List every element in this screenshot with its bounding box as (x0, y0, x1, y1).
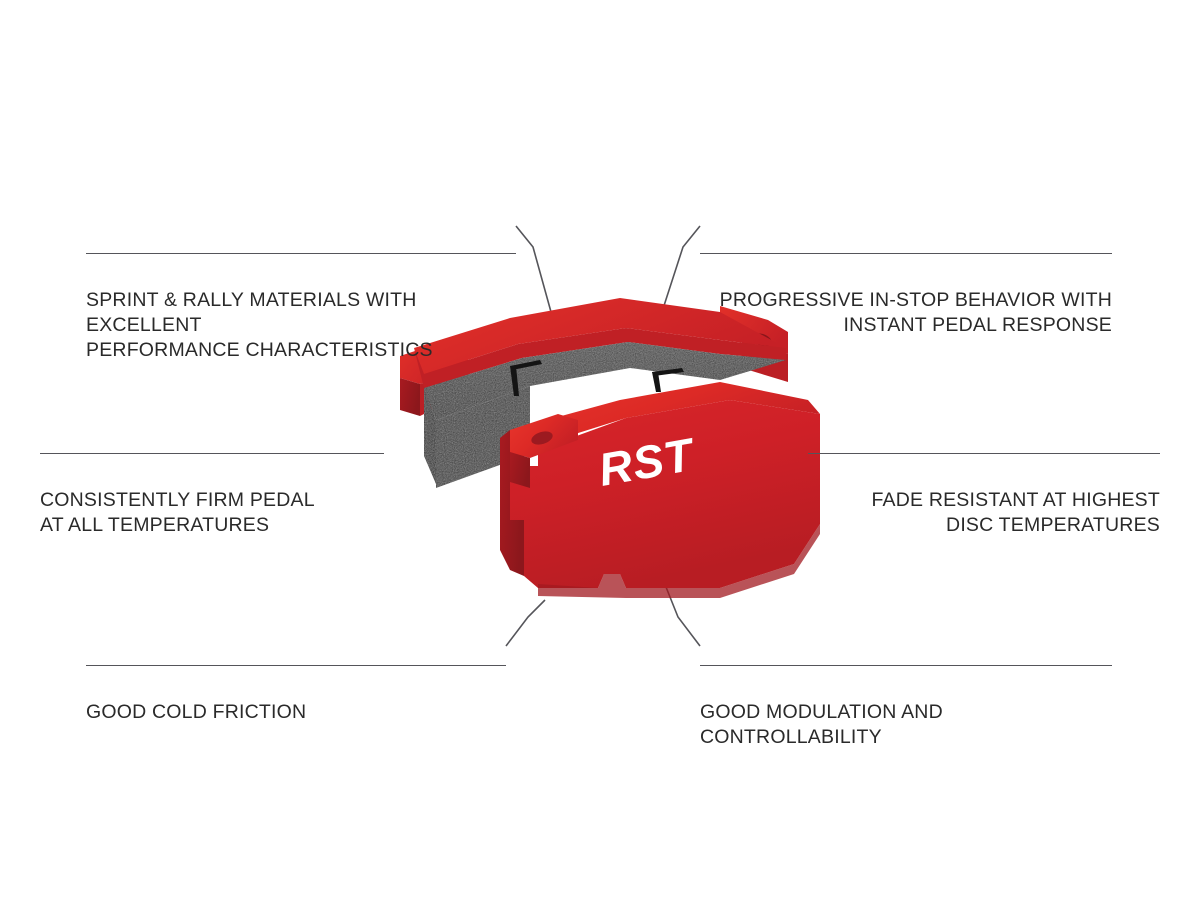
front-pad-left-side (500, 430, 524, 576)
front-pad-left-ear-hole (531, 431, 553, 445)
callout-rule (700, 665, 1112, 666)
callout-text: CONSISTENTLY FIRM PEDAL AT ALL TEMPERATU… (40, 489, 315, 536)
friction-front-face (424, 388, 436, 484)
callout-text: PROGRESSIVE IN-STOP BEHAVIOR WITH INSTAN… (719, 289, 1112, 336)
friction-slot-right (652, 372, 661, 392)
callout-progressive-in-stop-behavior: PROGRESSIVE IN-STOP BEHAVIOR WITH INSTAN… (700, 228, 1112, 363)
callout-good-cold-friction: GOOD COLD FRICTION (86, 640, 506, 750)
front-pad-top-bevel (510, 382, 820, 450)
friction-slot-right-top (652, 368, 684, 376)
callout-rule (86, 665, 506, 666)
callout-rule (700, 253, 1112, 254)
callout-sprint-rally-materials: SPRINT & RALLY MATERIALS WITH EXCELLENT … (86, 228, 516, 388)
rear-pad-plate-bevel (414, 328, 786, 388)
friction-top-face (424, 342, 786, 420)
rear-pad (400, 298, 788, 416)
callout-text: GOOD COLD FRICTION (86, 701, 307, 723)
callout-good-modulation: GOOD MODULATION AND CONTROLLABILITY (700, 640, 1112, 775)
front-pad-bottom-shade (538, 524, 820, 598)
callout-rule (40, 453, 384, 454)
front-pad-face (510, 400, 820, 588)
callout-rule (86, 253, 516, 254)
front-pad: RST (500, 382, 820, 598)
callout-consistently-firm-pedal: CONSISTENTLY FIRM PEDAL AT ALL TEMPERATU… (40, 428, 384, 563)
friction-slot-left (510, 366, 519, 396)
rear-pad-plate-top (414, 298, 786, 374)
callout-rule (808, 453, 1160, 454)
friction-slot-left-top (510, 360, 542, 370)
callout-text: GOOD MODULATION AND CONTROLLABILITY (700, 701, 943, 748)
callout-text: SPRINT & RALLY MATERIALS WITH EXCELLENT … (86, 289, 433, 361)
callout-fade-resistant: FADE RESISTANT AT HIGHEST DISC TEMPERATU… (808, 428, 1160, 563)
callout-text: FADE RESISTANT AT HIGHEST DISC TEMPERATU… (871, 489, 1160, 536)
brake-pad-illustration: RST (400, 298, 820, 598)
